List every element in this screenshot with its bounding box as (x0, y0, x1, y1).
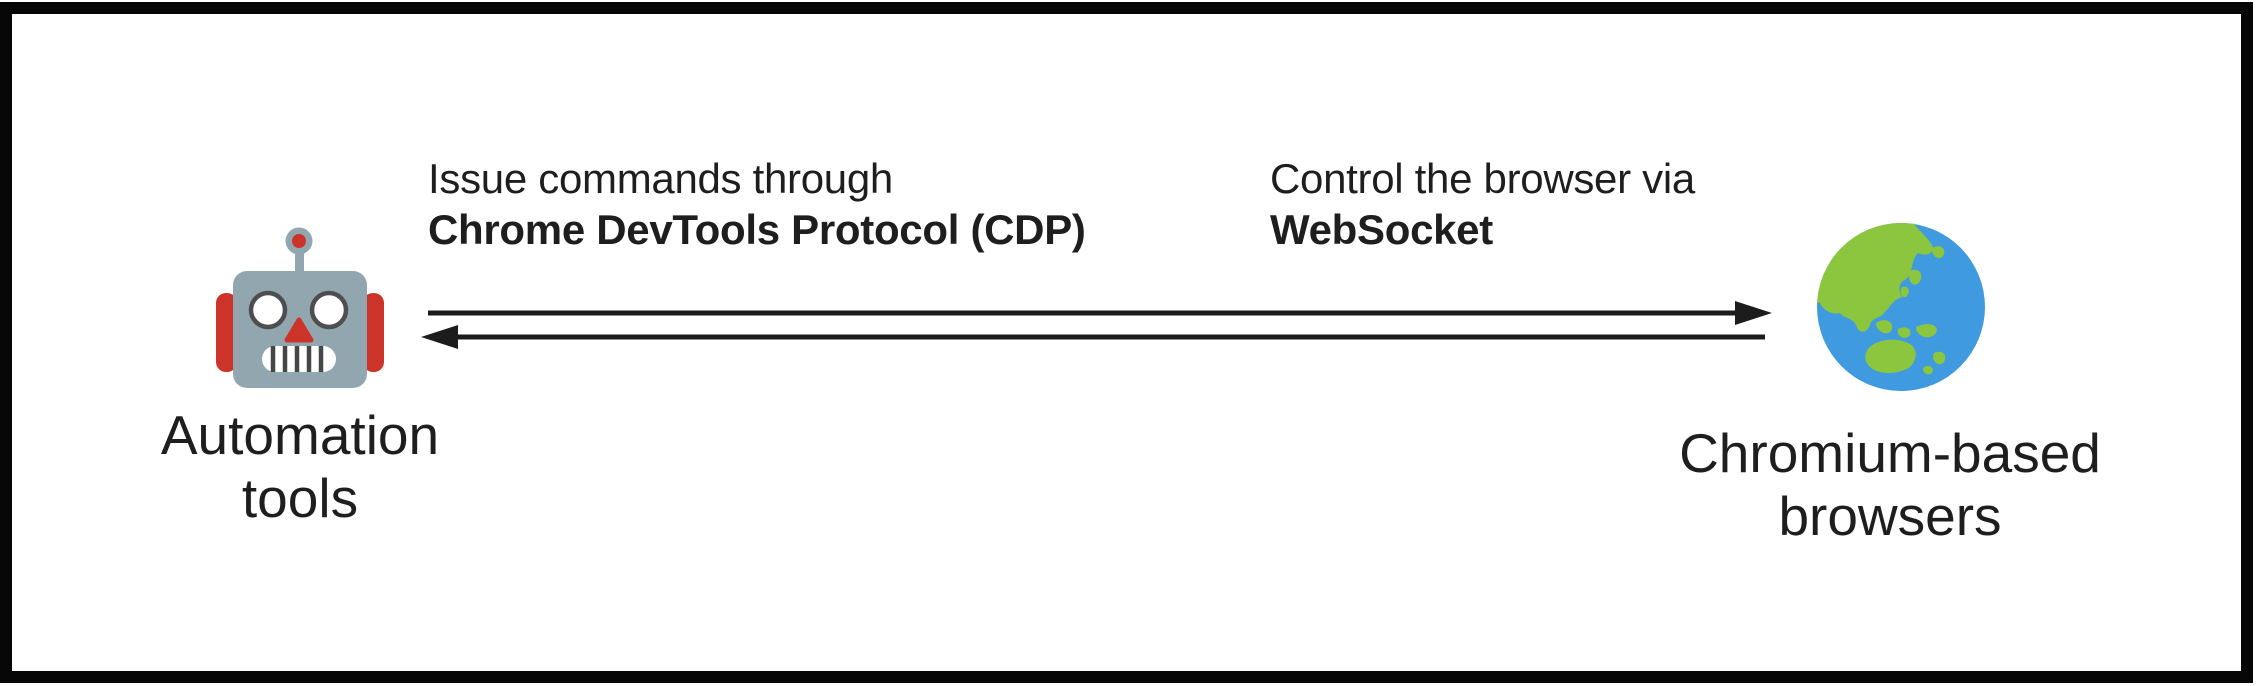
automation-tools-label-line2: tools (241, 467, 359, 529)
websocket-label-line2: WebSocket (1270, 206, 1493, 253)
arrow-right (428, 301, 1772, 325)
cdp-label: Issue commands through Chrome DevTools P… (428, 153, 1086, 255)
cdp-label-line2: Chrome DevTools Protocol (CDP) (428, 206, 1086, 253)
websocket-label-line1: Control the browser via (1270, 155, 1695, 202)
automation-tools-label-line1: Automation (160, 404, 440, 466)
chromium-browsers-label-line1: Chromium-based (1679, 422, 2101, 484)
globe-icon (1814, 221, 1988, 393)
cdp-label-line1: Issue commands through (428, 155, 893, 202)
automation-tools-label: Automation tools (50, 404, 550, 530)
chromium-browsers-label-line2: browsers (1778, 485, 2002, 547)
websocket-label: Control the browser via WebSocket (1270, 153, 1695, 255)
robot-icon (214, 221, 386, 391)
chromium-browsers-label: Chromium-based browsers (1640, 422, 2140, 548)
arrow-left (421, 325, 1765, 349)
